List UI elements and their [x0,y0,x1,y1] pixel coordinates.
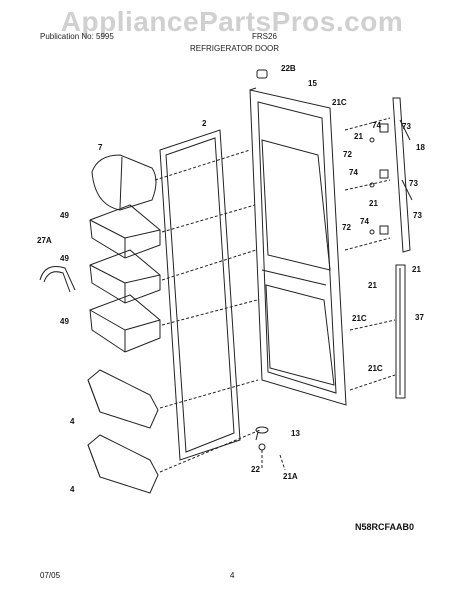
callout: 2 [202,119,207,128]
callout: 21C [352,314,367,323]
callout: 49 [60,211,69,220]
callout: 74 [372,121,381,130]
clip-27a [39,266,76,293]
page-number: 4 [230,571,235,580]
handle-trim-37 [395,264,406,399]
callout: 13 [291,429,300,438]
callout: 49 [60,254,69,263]
callout: 4 [70,485,75,494]
callout: 21 [368,281,377,290]
callout: 18 [416,143,425,152]
door-shelf-1 [87,369,159,429]
callout: 73 [409,179,418,188]
callout: 4 [70,417,75,426]
callout: 73 [413,211,422,220]
section-title: REFRIGERATOR DOOR [190,44,280,53]
model-number: FRS26 [252,32,277,41]
door-bin-1 [89,204,161,259]
callout: 21 [354,132,363,141]
callout: 21C [368,364,383,373]
callout: 72 [343,150,352,159]
callout: 7 [98,143,103,152]
callout: 22B [281,64,296,73]
callout: 15 [308,79,317,88]
cap-22b [256,69,268,79]
door-shelf-2 [87,434,159,494]
callout: 72 [342,223,351,232]
dairy-cover [91,154,157,211]
bushing-22 [258,443,266,451]
leader-lines [154,117,396,473]
door-bin-2 [89,249,161,304]
door-panel [249,87,347,406]
callout: 21A [283,472,298,481]
screws [369,123,389,235]
footer-date: 07/05 [40,571,61,580]
hinge-13 [255,426,269,441]
callout-labels: 22B 15 21C 2 74 73 21 18 7 72 74 73 21 4… [37,64,425,494]
callout: 21 [412,265,421,274]
callout: 37 [415,313,424,322]
door-gasket [159,129,241,461]
handle-18 [392,97,413,253]
callout: 74 [349,168,358,177]
diagram-code: N58RCFAAB0 [355,522,415,532]
watermark: AppliancePartsPros.com [60,6,404,37]
callout: 27A [37,236,52,245]
callout: 22 [251,465,260,474]
callout: 21C [332,98,347,107]
callout: 74 [360,217,369,226]
callout: 21 [369,199,378,208]
callout: 73 [402,122,411,131]
door-bin-3 [89,294,161,353]
callout: 49 [60,317,69,326]
publication-number: Publication No: 5995 [40,32,114,41]
